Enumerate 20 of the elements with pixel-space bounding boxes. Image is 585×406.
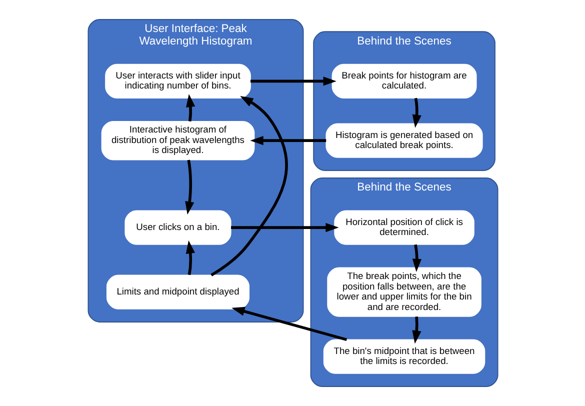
node-box: The break points, which the position falls between, are the lower and upper limits for the bin and are recorded. — [326, 267, 481, 317]
arrow — [186, 94, 195, 122]
node-box: Limits and midpoint displayed — [106, 274, 250, 310]
arrow — [230, 222, 338, 232]
node-box: User clicks on a bin. — [124, 210, 231, 245]
node-box: Break points for histogram are calculated. — [331, 64, 476, 98]
arrow — [412, 316, 421, 344]
arrow — [412, 98, 421, 128]
node-box: The bin's midpoint that is between the limits is recorded. — [322, 339, 485, 374]
node-box: User interacts with slider input indicating number of bins. — [104, 64, 250, 98]
arrow — [210, 96, 288, 276]
node-box: Histogram is generated based on calculated break points. — [325, 123, 482, 158]
node-box: Interactive histogram of distribution of peak wavelengths is displayed. — [100, 120, 254, 160]
arrow — [250, 136, 326, 146]
arrow — [184, 160, 194, 215]
arrow — [231, 306, 347, 342]
arrow — [412, 244, 422, 272]
arrow — [250, 76, 336, 86]
arrow — [185, 240, 194, 276]
node-box: Horizontal position of click is determined. — [334, 210, 474, 245]
